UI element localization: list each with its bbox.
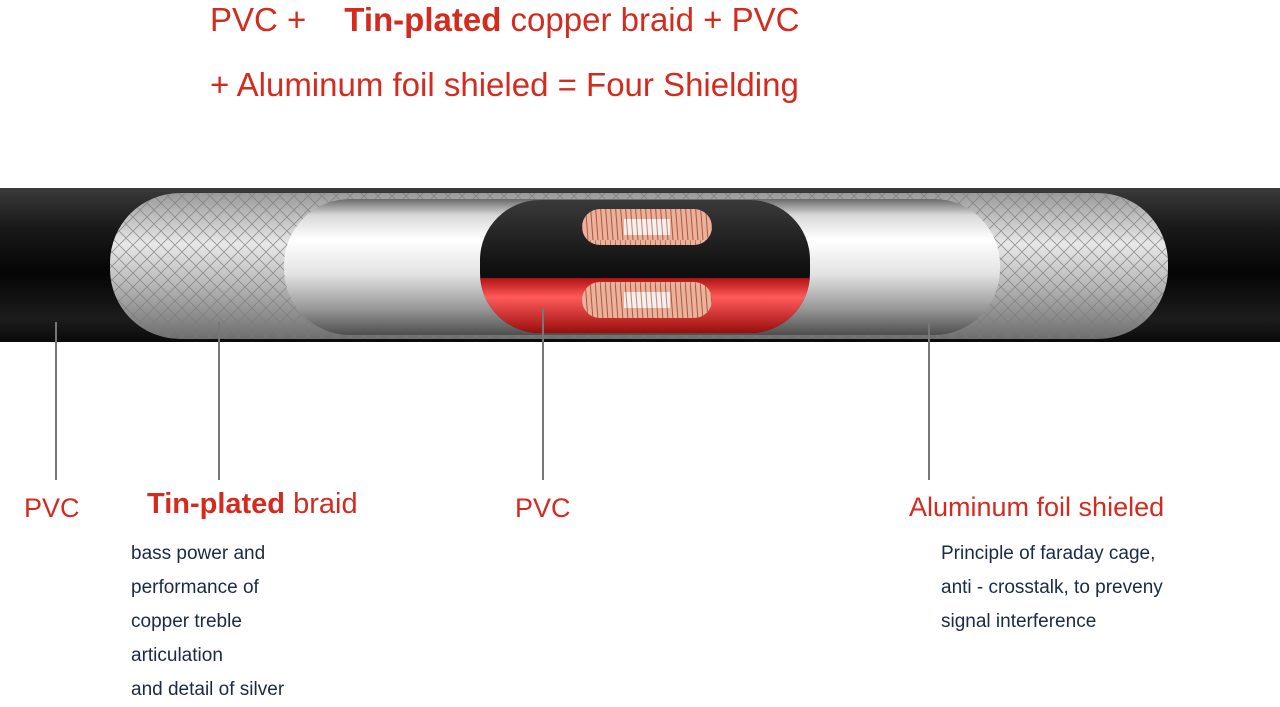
description-line: performance of [131,577,259,598]
description-line: signal interference [941,611,1097,632]
description-line: Principle of faraday cage, [941,543,1156,564]
description-line: anti - crosstalk, to preveny [941,577,1163,598]
copper-conductor-top [582,209,712,245]
description-foil: Principle of faraday cage, anti - crosst… [941,537,1261,639]
label-braid-rest: braid [285,488,358,520]
description-line: and detail of silver [131,679,285,700]
label-pvc-inner: PVC [515,493,571,523]
description-line: articulation [131,645,223,666]
label-pvc-outer: PVC [24,493,80,523]
headline-line-2: + Aluminum foil shieled = Four Shielding [210,66,799,103]
copper-conductor-bottom [582,282,712,318]
label-braid-bold: Tin-plated [147,488,286,520]
label-tin-plated-braid: Tin-plated braid [147,488,358,520]
label-aluminum-foil: Aluminum foil shieled [909,492,1165,522]
description-line: bass power and [131,543,266,564]
headline-copper-braid: copper braid + PVC [501,1,800,38]
description-line: copper treble [131,611,242,632]
description-braid: bass power and performance of copper tre… [131,537,391,707]
headline-line-1: PVC + Tin-plated copper braid + PVC [210,0,799,40]
headline-tin-plated: Tin-plated [344,1,502,38]
headline-pvc: PVC + [210,1,307,38]
